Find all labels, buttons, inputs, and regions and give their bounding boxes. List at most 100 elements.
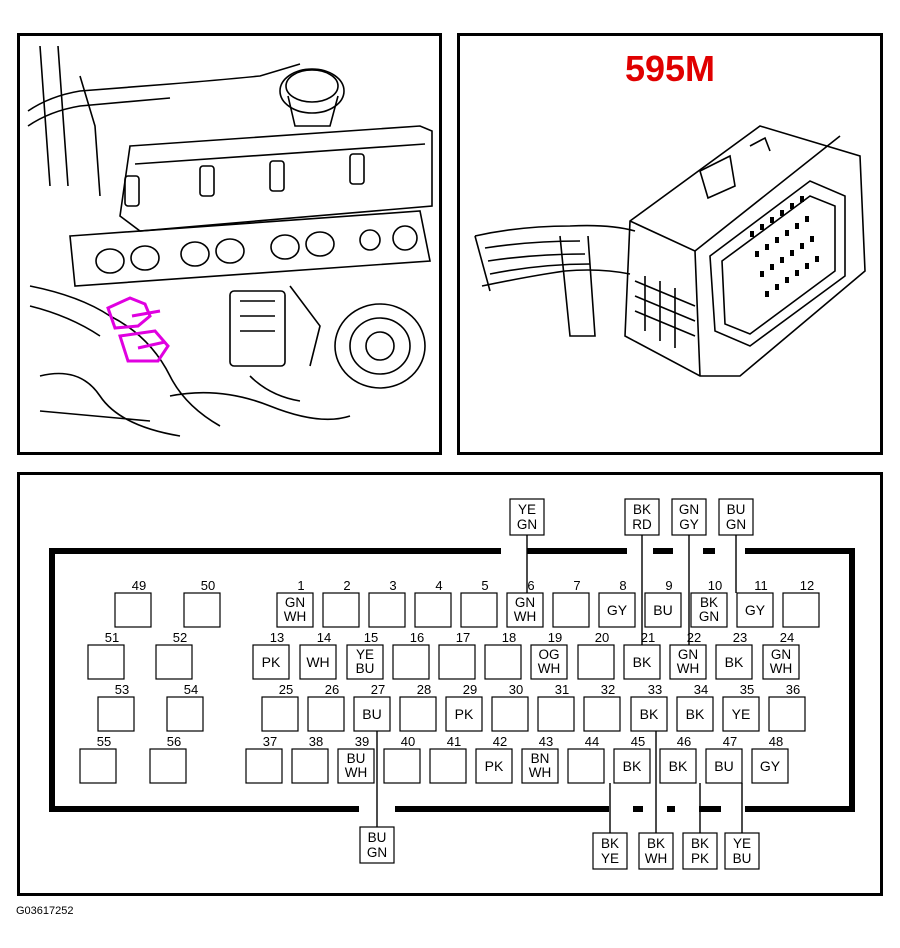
- wire-color: BN: [531, 751, 550, 766]
- pin-box: [567, 748, 605, 784]
- pin-box: [506, 592, 544, 628]
- pin-box: [399, 696, 437, 732]
- pin-40: 40: [383, 734, 421, 784]
- wire-color: BU: [347, 751, 366, 766]
- wire-color: GY: [607, 602, 628, 618]
- pin-2: 2: [322, 578, 360, 628]
- pin-box: [353, 696, 391, 732]
- pin-38: 38: [291, 734, 329, 784]
- callout-box: [624, 498, 660, 536]
- pin-25: 25: [261, 682, 299, 732]
- pin-number: 11: [754, 578, 768, 593]
- pin-box: [155, 644, 193, 680]
- callout-color: BU: [368, 830, 387, 845]
- wire-color: BK: [623, 758, 642, 774]
- pin-box: [659, 748, 697, 784]
- pin-number: 49: [132, 578, 146, 593]
- callout-box: [718, 498, 754, 536]
- pin-box: [460, 592, 498, 628]
- wire-color: PK: [262, 654, 281, 670]
- pin-number: 5: [481, 578, 488, 593]
- pin-box: [79, 748, 117, 784]
- pin-number: 52: [173, 630, 187, 645]
- pin-number: 40: [401, 734, 415, 749]
- pin-box: [475, 748, 513, 784]
- pin-box: [521, 748, 559, 784]
- pin-number: 31: [555, 682, 569, 697]
- pin-number: 26: [325, 682, 339, 697]
- pin-28: 28: [399, 682, 437, 732]
- pin-box: [87, 644, 125, 680]
- pin-box: [722, 696, 760, 732]
- pin-number: 14: [317, 630, 331, 645]
- pin-box: [613, 748, 651, 784]
- wire-color: GY: [745, 602, 766, 618]
- pin-number: 29: [463, 682, 477, 697]
- pin-box: [484, 644, 522, 680]
- pin-36: 36: [768, 682, 806, 732]
- callout-color: RD: [632, 517, 652, 532]
- wire-color: GN: [515, 595, 535, 610]
- wire-color: BU: [356, 661, 375, 676]
- pin-7: 7: [552, 578, 590, 628]
- pin-box: [183, 592, 221, 628]
- pin-box: [669, 644, 707, 680]
- callout-box: [671, 498, 707, 536]
- pin-number: 8: [619, 578, 626, 593]
- pin-number: 3: [389, 578, 396, 593]
- pin-53: 53: [97, 682, 135, 732]
- pin-49: 49: [114, 578, 152, 628]
- pin-number: 54: [184, 682, 198, 697]
- pin-box: [598, 592, 636, 628]
- engine-bay-illustration: [17, 33, 442, 455]
- pin-number: 20: [595, 630, 609, 645]
- pin-55: 55: [79, 734, 117, 784]
- pin-37: 37: [245, 734, 283, 784]
- pin-26: 26: [307, 682, 345, 732]
- pin-number: 55: [97, 734, 111, 749]
- pin-box: [445, 696, 483, 732]
- pin-number: 21: [641, 630, 655, 645]
- pin-number: 18: [502, 630, 516, 645]
- pin-17: 17: [438, 630, 476, 680]
- callout-box: [682, 832, 718, 870]
- wire-color: WH: [284, 609, 307, 624]
- wire-color: GN: [678, 647, 698, 662]
- callout-color: GN: [726, 517, 746, 532]
- pin-box: [245, 748, 283, 784]
- pin-box: [751, 748, 789, 784]
- pin-box: [368, 592, 406, 628]
- pin-number: 51: [105, 630, 119, 645]
- pin-box: [97, 696, 135, 732]
- callout-color: GN: [679, 502, 699, 517]
- pin-box: [346, 644, 384, 680]
- pin-50: 50: [183, 578, 221, 628]
- pin-box: [736, 592, 774, 628]
- pin-box: [114, 592, 152, 628]
- wire-color: WH: [538, 661, 561, 676]
- pin-box: [261, 696, 299, 732]
- pin-box: [583, 696, 621, 732]
- wire-color: PK: [485, 758, 504, 774]
- pin-32: 32: [583, 682, 621, 732]
- callout-box: [638, 832, 674, 870]
- pin-number: 28: [417, 682, 431, 697]
- pin-box: [438, 644, 476, 680]
- pin-number: 16: [410, 630, 424, 645]
